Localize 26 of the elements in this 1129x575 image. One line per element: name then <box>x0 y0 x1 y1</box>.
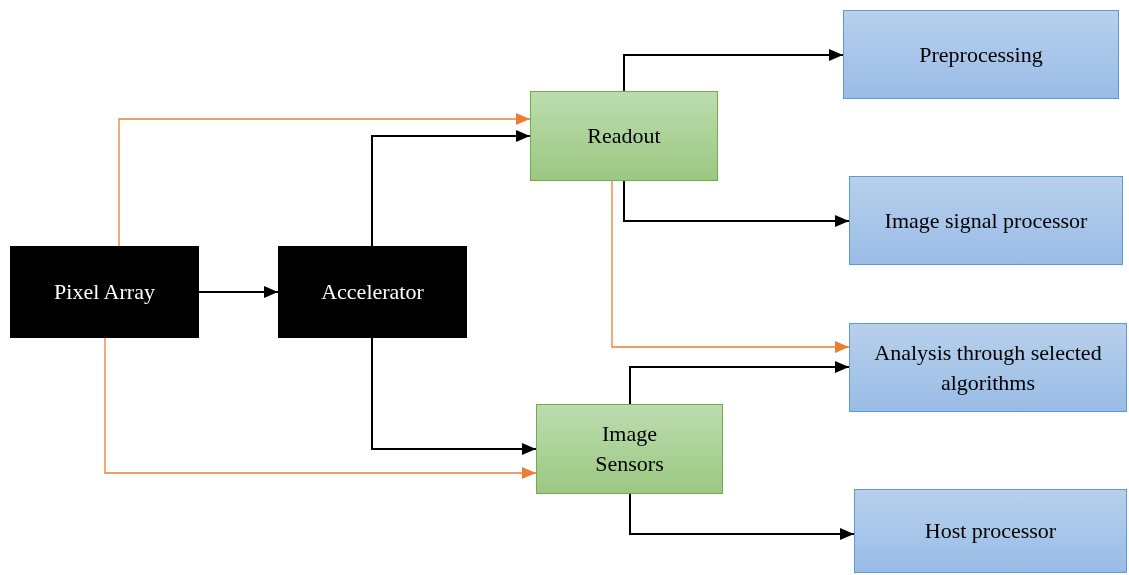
node-label: Pixel Array <box>54 278 155 306</box>
process-box <box>854 489 1127 573</box>
node-label: Readout <box>586 122 662 150</box>
node-label: Preprocessing <box>918 40 1044 69</box>
node-label: Host processor <box>923 517 1058 545</box>
node-label: Image Sensors <box>594 420 665 478</box>
node-label: Analysis through selected algorithms <box>873 338 1103 397</box>
process-box <box>536 404 723 494</box>
arrow <box>629 361 850 405</box>
arrow <box>611 180 850 353</box>
node-label: Image signal processor <box>883 206 1089 235</box>
process-box <box>843 10 1119 99</box>
arrow <box>623 180 850 227</box>
arrow <box>371 130 531 247</box>
node-label: Accelerator <box>321 278 424 306</box>
process-box <box>10 246 199 338</box>
arrow <box>198 286 279 298</box>
arrow <box>371 337 537 455</box>
process-box <box>278 246 467 338</box>
arrow <box>623 49 844 92</box>
arrow <box>104 337 537 479</box>
process-box <box>849 176 1123 265</box>
arrow <box>629 493 855 540</box>
process-box <box>849 323 1127 412</box>
process-box <box>530 91 718 181</box>
arrow <box>118 113 531 247</box>
